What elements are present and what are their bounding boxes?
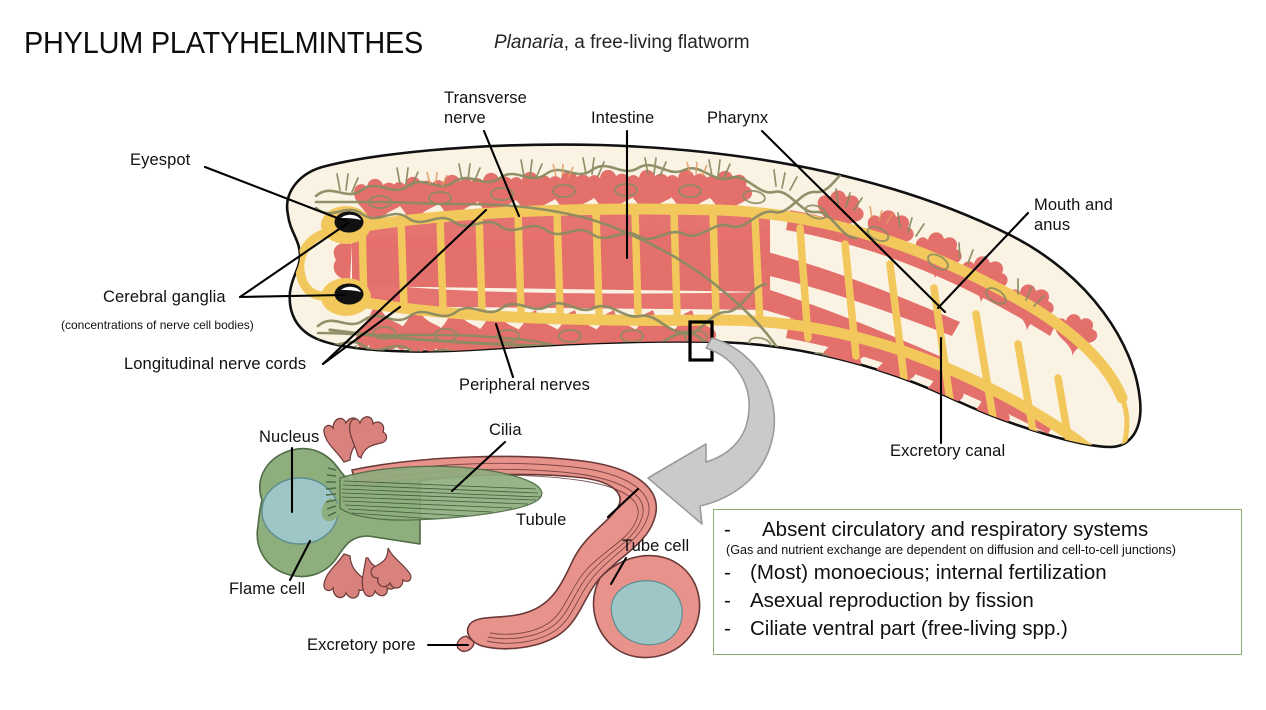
excretory-pore-group (456, 635, 475, 652)
label-eyespot: Eyespot (130, 151, 191, 169)
subtitle-rest: , a free-living flatworm (563, 32, 750, 53)
label-transverse-nerve-line2: nerve (444, 109, 486, 127)
fact-row: - (Most) monoecious; internal fertilizat… (724, 559, 1231, 587)
transverse-nerves (358, 208, 1078, 447)
label-mouth-anus-line1: Mouth and (1034, 196, 1113, 214)
label-mouth-anus-line2: anus (1034, 216, 1071, 234)
flame-cell-diagram (256, 416, 701, 659)
leader-cilia (450, 440, 507, 493)
leader-transverse-nerve (482, 129, 521, 218)
worm-leader-lines (203, 129, 1030, 445)
leader-tubule (606, 487, 640, 519)
leader-eyespot (203, 165, 347, 223)
label-excretory-canal: Excretory canal (890, 442, 1006, 460)
tube-cell-nucleus (610, 580, 683, 646)
fact-dash: - (724, 589, 731, 612)
fact-text: Absent circulatory and respiratory syste… (762, 518, 1149, 541)
species-name: Planaria (494, 32, 564, 53)
cilia-group (325, 465, 543, 521)
leader-longitudinal-b (321, 305, 402, 366)
label-cerebral-ganglia: Cerebral ganglia (103, 288, 226, 306)
fact-text: (Most) monoecious; internal fertilizatio… (750, 561, 1107, 584)
fact-row: - Ciliate ventral part (free-living spp.… (724, 615, 1231, 643)
leader-cerebral-ganglia-b (238, 293, 346, 299)
leader-flame-cell (288, 539, 312, 582)
tube-cell-group (592, 554, 701, 659)
flamecell-leader-lines (288, 440, 640, 647)
label-longitudinal-nerve-cords: Longitudinal nerve cords (124, 355, 307, 373)
fact-row: - Asexual reproduction by fission (724, 587, 1231, 615)
key-facts-box: - Absent circulatory and respiratory sys… (713, 509, 1242, 655)
zoom-arrow (647, 337, 776, 525)
label-cilia: Cilia (489, 421, 522, 439)
label-transverse-nerve-line1: Transverse (444, 89, 527, 107)
page-title: PHYLUM PLATYHELMINTHES (24, 25, 424, 60)
flame-cell-group (256, 447, 421, 578)
label-excretory-pore: Excretory pore (307, 636, 416, 654)
label-flame-cell: Flame cell (229, 580, 306, 598)
leader-tube-cell (609, 556, 628, 586)
fact-text: Ciliate ventral part (free-living spp.) (750, 617, 1068, 640)
leader-mouth-anus (936, 211, 1030, 310)
worm-body-group (285, 143, 1142, 449)
fact-text: Asexual reproduction by fission (750, 589, 1034, 612)
leader-cerebral-ganglia-a (238, 221, 350, 299)
nervous-system-group (295, 203, 1130, 447)
leader-longitudinal-a (321, 208, 488, 366)
label-tubule: Tubule (516, 511, 567, 529)
leader-peripheral-nerves (494, 322, 515, 379)
label-pharynx: Pharynx (707, 109, 769, 127)
fact-dash: - (724, 617, 731, 640)
fact-dash: - (724, 518, 731, 541)
fact-dash: - (724, 561, 731, 584)
label-peripheral-nerves: Peripheral nerves (459, 376, 591, 394)
longitudinal-cord-dorsal (324, 203, 1128, 404)
fact-note: (Gas and nutrient exchange are dependent… (726, 543, 1176, 557)
leader-pharynx (760, 129, 947, 314)
page-subtitle: Planaria, a free-living flatworm (494, 31, 750, 55)
fact-row: - Absent circulatory and respiratory sys… (724, 516, 1231, 544)
label-intestine: Intestine (591, 109, 655, 127)
label-tube-cell: Tube cell (622, 537, 690, 555)
label-cerebral-ganglia-note: (concentrations of nerve cell bodies) (61, 318, 254, 332)
flame-cell-projections (323, 416, 412, 599)
label-nucleus: Nucleus (259, 428, 320, 446)
